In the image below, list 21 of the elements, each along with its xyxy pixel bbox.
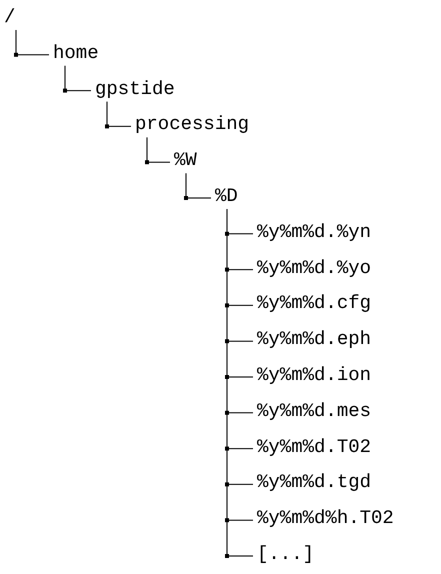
directory-name: home [53,40,99,66]
file-name: %y%m%d.ion [257,362,372,388]
tree-connector [16,30,50,56]
file-name: %y%m%d.%yn [257,218,372,245]
file-name: %y%m%d.cfg [257,290,372,316]
directory-name: %D [215,183,238,209]
directory-name: / [4,4,16,30]
file-name: %y%m%d.tgd [257,469,372,496]
file-name: %y%m%d.T02 [257,434,372,460]
directory-name: gpstide [95,76,175,102]
file-name: [...] [257,541,314,567]
file-name: %y%m%d%h.T02 [257,505,394,532]
file-name: %y%m%d.mes [257,398,372,424]
directory-name: %W [174,147,197,174]
tree-connector [64,65,92,92]
file-name: %y%m%d.eph [257,326,372,352]
file-name: %y%m%d.%yo [257,254,372,281]
directory-name: processing [135,111,250,138]
tree-connector [146,136,170,163]
tree-connector [106,101,132,127]
tree-connector [186,172,212,198]
